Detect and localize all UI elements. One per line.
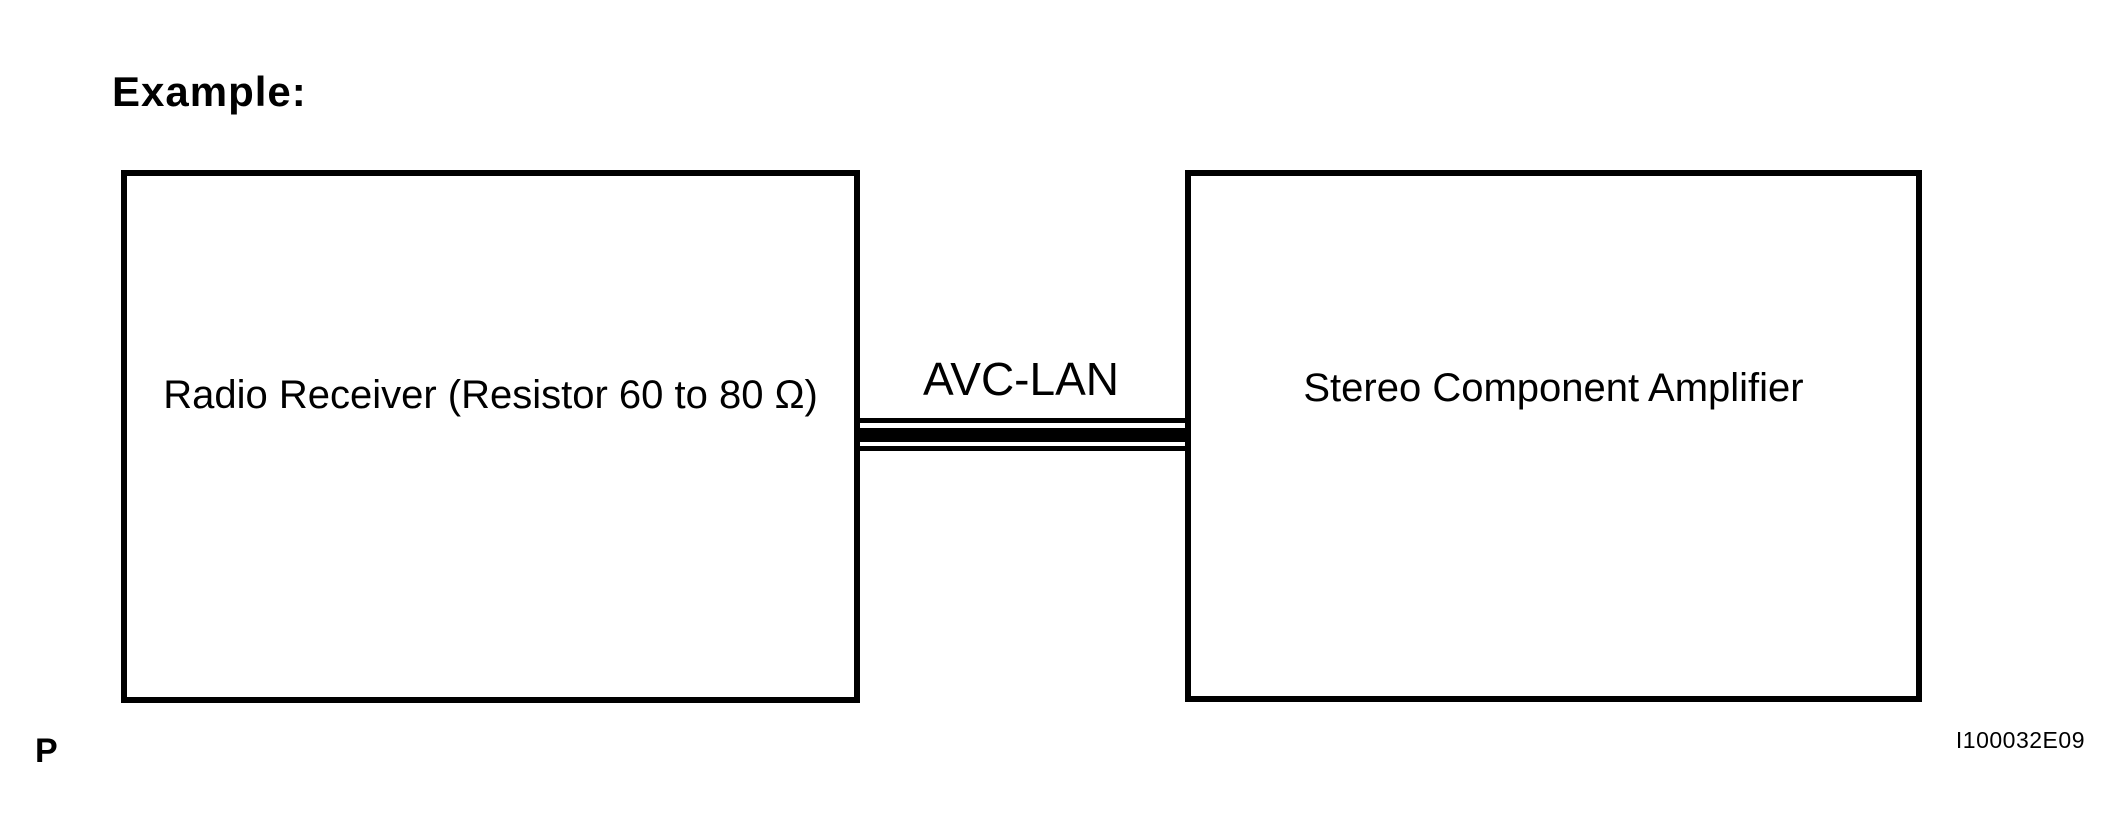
avc-lan-bus-connector [855, 418, 1190, 451]
page-marker: P [35, 732, 58, 770]
avc-lan-bus-line-bottom [855, 446, 1190, 451]
avc-lan-bus-line-middle [855, 428, 1190, 442]
figure-code: I100032E09 [1955, 727, 2085, 753]
radio-receiver-box [121, 170, 860, 703]
avc-lan-bus-label: AVC-LAN [923, 353, 1119, 405]
stereo-amplifier-box [1185, 170, 1922, 702]
avc-lan-bus-line-top [855, 418, 1190, 423]
stereo-amplifier-label: Stereo Component Amplifier [1303, 366, 1804, 410]
radio-receiver-label: Radio Receiver (Resistor 60 to 80 Ω) [163, 373, 818, 417]
example-heading: Example: [112, 68, 307, 115]
